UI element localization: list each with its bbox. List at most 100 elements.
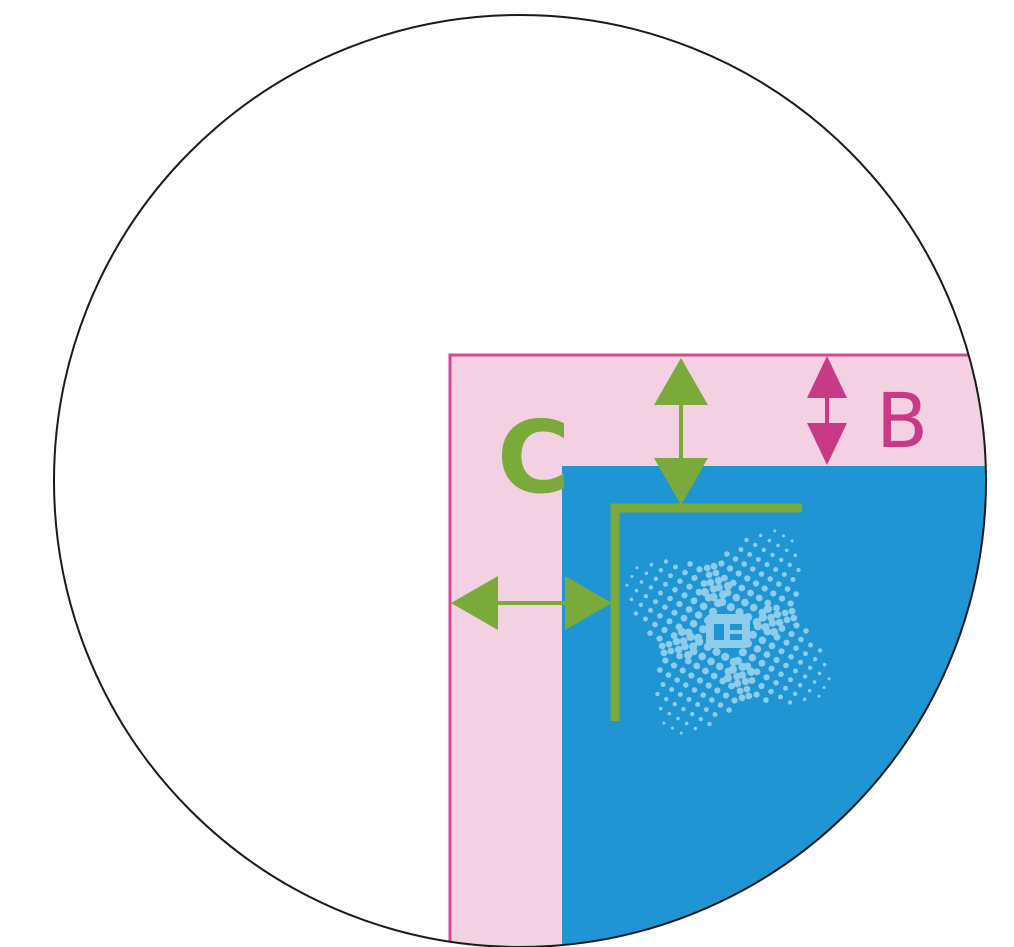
star-dot [655,691,660,697]
star-dot [724,551,730,557]
star-dot [643,594,649,599]
star-dot [778,595,786,602]
star-dot [689,642,698,651]
star-dot [803,628,809,634]
star-dot [748,677,756,684]
safe-zone-corner-line [610,503,802,721]
star-dot [761,547,766,553]
star-dot [664,696,669,702]
star-dot [726,603,735,612]
star-dot [658,590,663,596]
star-dot [625,583,629,587]
star-dot [827,677,831,681]
star-dot [793,645,799,651]
star-dot [722,692,730,699]
star-dot [745,692,753,700]
star-dot [686,583,693,590]
star-dot [667,711,672,716]
star-center-glyph [714,624,742,640]
star-dot [775,618,784,627]
star-dot [696,677,704,684]
star-dot [718,598,727,607]
star-dot [675,623,683,631]
star-dot [693,726,698,731]
star-dot [752,580,760,587]
star-dot [656,635,663,642]
star-dot [676,600,683,608]
star-dot [702,667,709,675]
star-dot [753,668,761,676]
star-dot [653,599,658,605]
star-dot [807,665,813,670]
star-dot [643,616,648,622]
dotted-star-icon [625,529,831,735]
star-dot [783,616,791,624]
star-dot [647,630,653,636]
star-dot [644,571,649,576]
star-dot [788,630,795,638]
star-dot [712,647,721,657]
star-dot [728,682,735,690]
star-dot [690,597,698,605]
star-dot [748,630,758,639]
star-dot [672,587,678,593]
star-dot [817,671,822,676]
star-dot [753,645,762,653]
star-dot [721,652,730,662]
star-dot [773,567,779,572]
star-dot [668,573,673,579]
star-dot [793,668,798,674]
star-dot [817,694,821,698]
star-dot [747,552,753,557]
star-dot [684,657,692,665]
star-dot [684,628,693,637]
star-dot [648,607,653,613]
star-dot [778,671,784,677]
star-dot [667,647,675,655]
star-dot [683,682,689,688]
star-center-block [706,614,750,648]
star-dot [657,613,663,619]
star-dot [793,622,800,629]
star-dot [732,556,739,562]
star-dot [790,577,796,582]
trim-edge-line [448,353,986,947]
star-dot [663,581,668,587]
star-dot [682,569,688,576]
star-dot [812,680,817,684]
bleed-label: B [876,376,928,465]
star-dot [767,613,775,622]
magnified-view: C B [448,353,986,947]
star-dot [798,636,804,643]
star-dot [712,569,720,577]
star-dot [721,574,728,582]
star-dot [700,588,710,597]
star-dot [639,580,644,584]
star-dot [787,700,793,705]
star-dot [710,672,718,680]
star-dot [753,691,760,698]
star-dot [822,686,826,689]
star-dot [673,564,678,570]
star-dot [709,593,718,602]
star-dot [768,642,776,650]
star-dot [793,553,798,558]
star-dot [684,651,693,660]
star-dot [731,697,738,704]
star-dot [784,548,789,553]
star-dot [674,677,680,683]
star-dot [755,594,763,602]
star-dot [776,543,780,548]
star-dot [660,682,666,687]
star-dot [779,557,784,563]
star-dot [732,593,741,602]
star-dot [743,685,751,693]
star-dot [758,571,765,577]
star-dot [681,592,688,599]
star-dot [741,598,749,607]
star-dot [649,562,654,567]
star-dot [714,687,721,694]
star-dot [685,606,693,613]
star-dot [691,574,698,582]
star-dot [726,707,732,713]
